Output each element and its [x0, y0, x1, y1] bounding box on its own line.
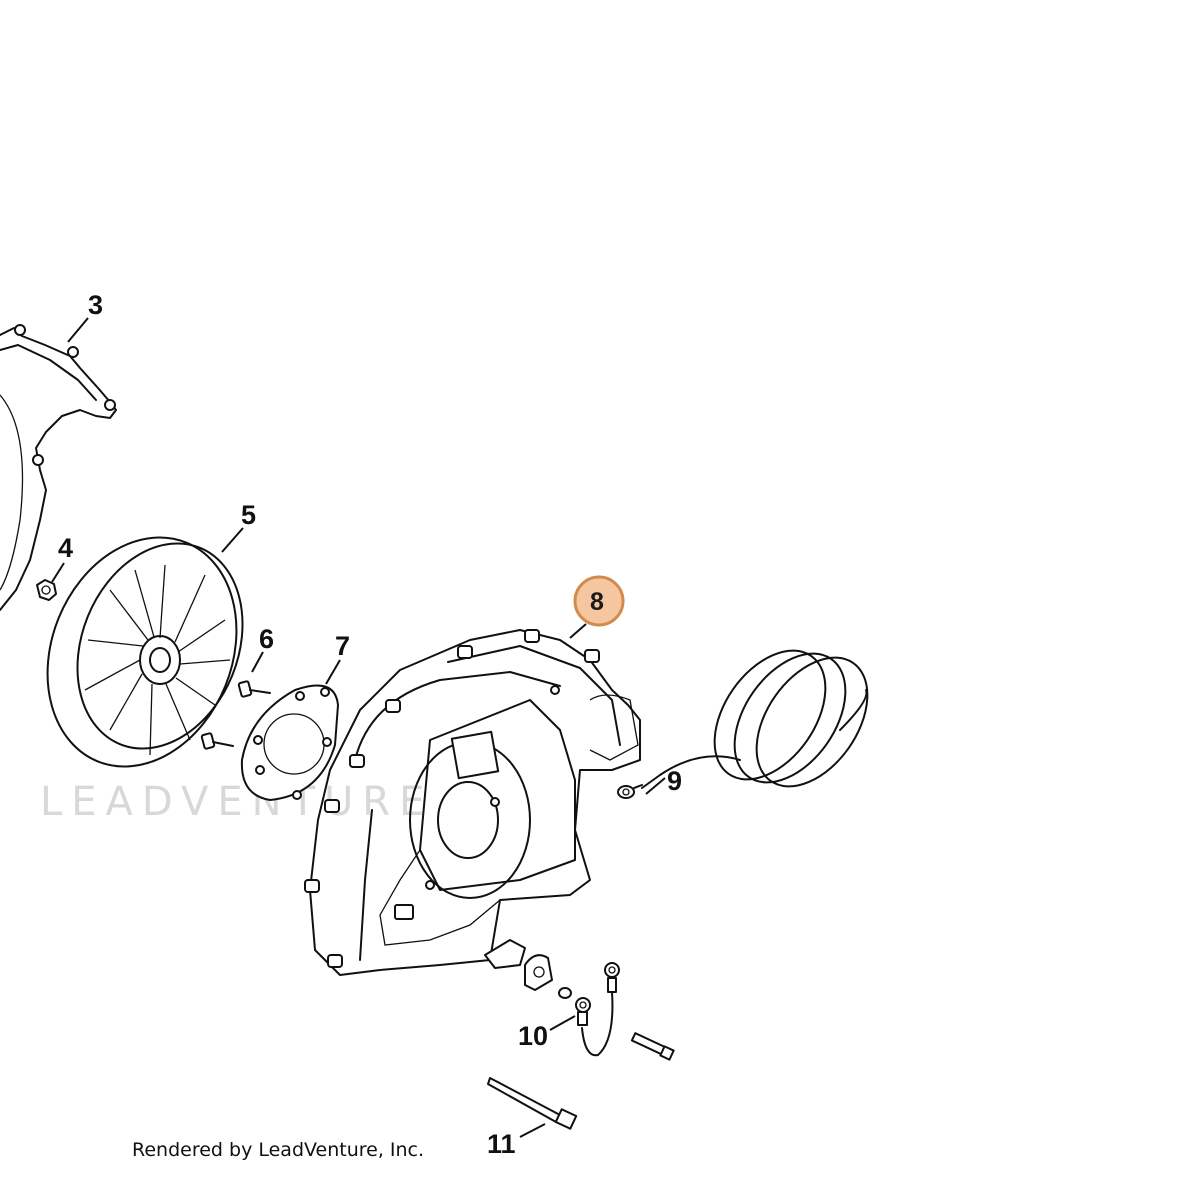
part-8-fan-housing[interactable] [304, 629, 641, 976]
callout-11[interactable]: 11 [487, 1129, 516, 1159]
part-6-screws[interactable] [200, 680, 271, 750]
leader-lines [51, 317, 666, 1138]
callout-10[interactable]: 10 [518, 1021, 548, 1051]
clamp-bracket[interactable] [484, 939, 572, 999]
callout-labels: 3 4 5 6 7 8 9 10 11 [58, 290, 682, 1159]
callout-5[interactable]: 5 [241, 500, 256, 530]
part-4-nut[interactable] [36, 579, 57, 601]
callout-8[interactable]: 8 [590, 588, 604, 616]
callout-6[interactable]: 6 [259, 624, 274, 654]
part-3-housing[interactable] [0, 324, 117, 611]
highlight-badge-8 [573, 575, 625, 627]
part-7-plate[interactable] [240, 684, 339, 801]
part-5-fan-wheel[interactable] [14, 509, 272, 795]
part-10-ground-cable[interactable] [575, 962, 675, 1061]
callout-9[interactable]: 9 [667, 766, 682, 796]
callout-3[interactable]: 3 [88, 290, 103, 320]
render-credit: Rendered by LeadVenture, Inc. [132, 1139, 424, 1161]
part-9-cable-coil[interactable] [617, 630, 890, 807]
part-11-cable-tie[interactable] [487, 1077, 578, 1130]
watermark-text: LEADVENTURE [40, 779, 433, 825]
callout-7[interactable]: 7 [335, 631, 350, 661]
callout-4[interactable]: 4 [58, 533, 73, 563]
